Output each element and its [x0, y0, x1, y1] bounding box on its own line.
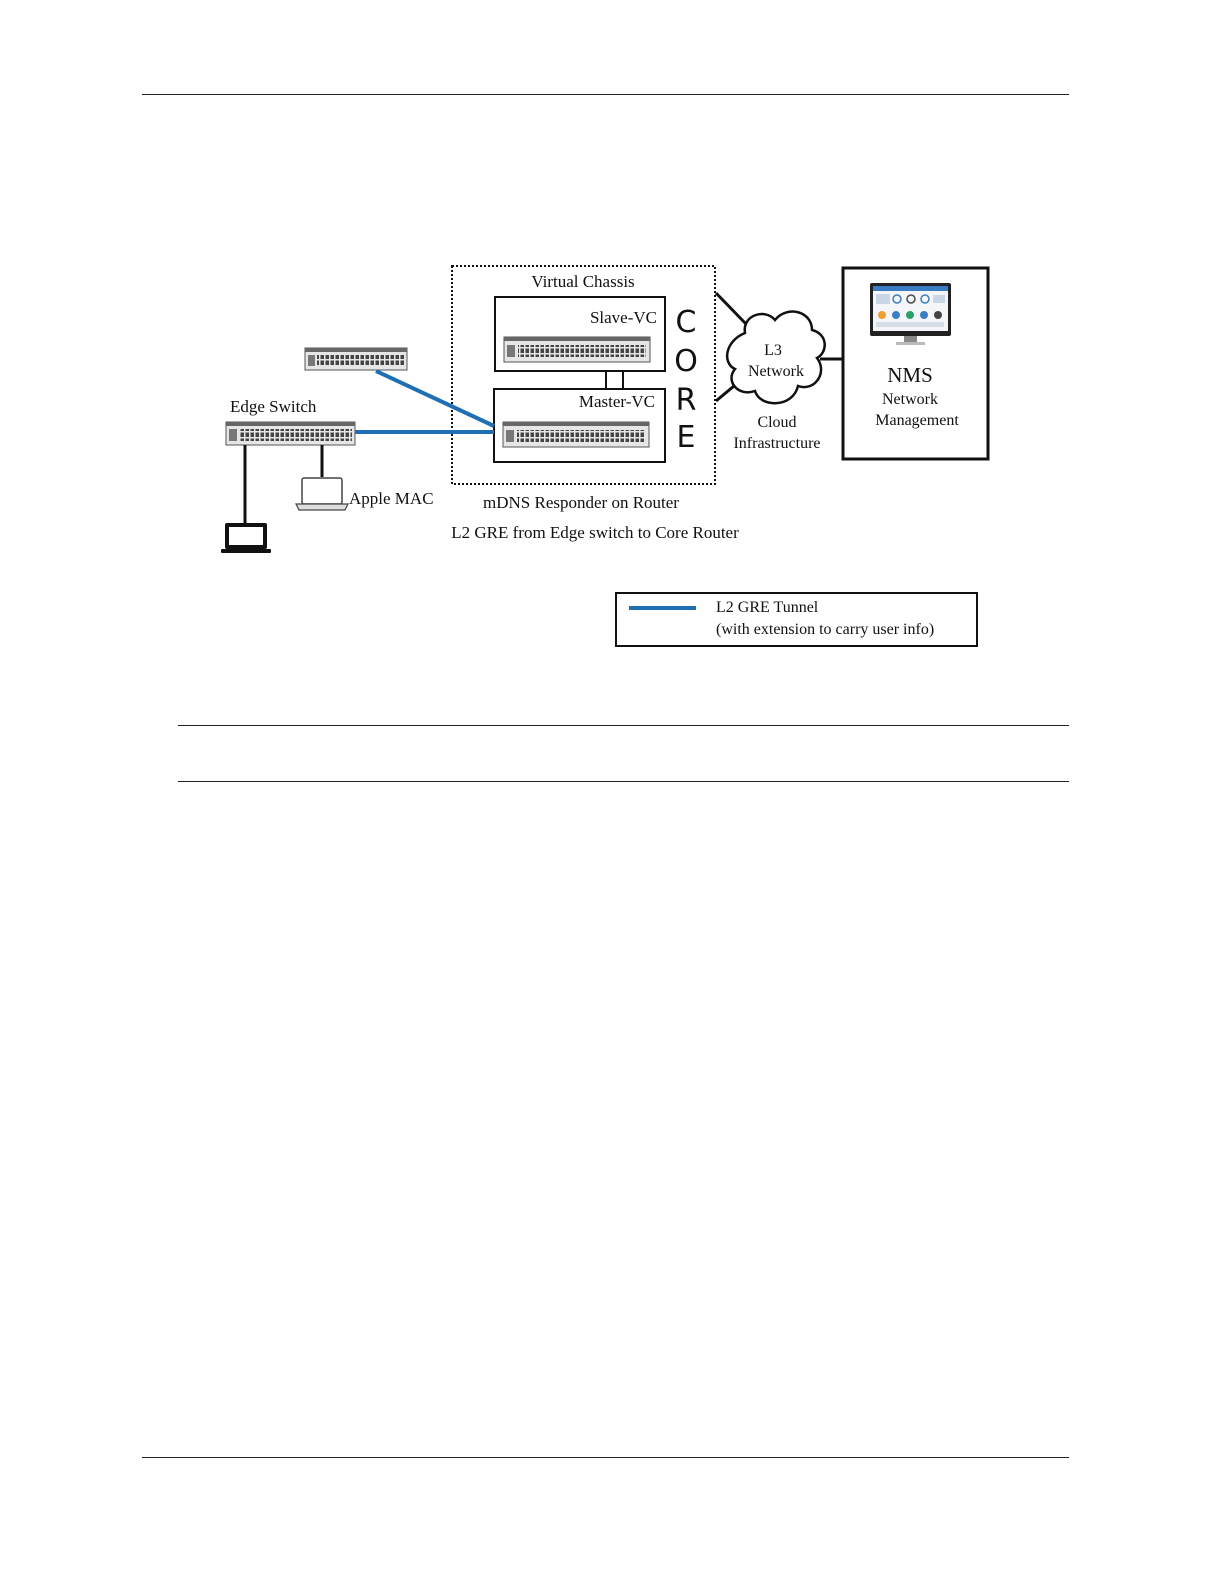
legend-line1: L2 GRE Tunnel [716, 599, 819, 616]
l2gre-caption: L2 GRE from Edge switch to Core Router [451, 523, 739, 542]
mdns-label: mDNS Responder on Router [483, 493, 679, 512]
core-letter-r: R [676, 383, 697, 418]
nms-title: NMS [887, 363, 933, 387]
virtual-chassis-label: Virtual Chassis [531, 272, 634, 291]
master-vc-label: Master-VC [579, 392, 655, 411]
gre-tunnel-access [376, 371, 494, 426]
master-vc-switch-icon [503, 422, 649, 447]
core-letter-o: O [674, 344, 698, 379]
monitor-icon [870, 283, 951, 345]
nms-line2: Management [875, 412, 959, 429]
core-letter-c: C [676, 305, 697, 340]
legend-line2: (with extension to carry user info) [716, 621, 934, 638]
cloud-caption-line2: Infrastructure [733, 435, 820, 452]
slave-vc-switch-icon [504, 337, 650, 362]
edge-switch-label: Edge Switch [230, 397, 317, 416]
apple-mac-laptop-icon [296, 478, 348, 510]
cloud-caption-line1: Cloud [757, 414, 796, 431]
slave-vc-label: Slave-VC [590, 308, 657, 327]
core-letter-e: E [677, 420, 696, 455]
nms-line1: Network [882, 391, 938, 408]
edge-switch-icon [226, 422, 355, 445]
apple-mac-label: Apple MAC [349, 489, 434, 508]
access-switch-icon [305, 348, 407, 370]
cloud-network-label: Network [748, 363, 804, 380]
laptop-icon [221, 523, 271, 553]
cloud-l3-label: L3 [764, 342, 782, 359]
